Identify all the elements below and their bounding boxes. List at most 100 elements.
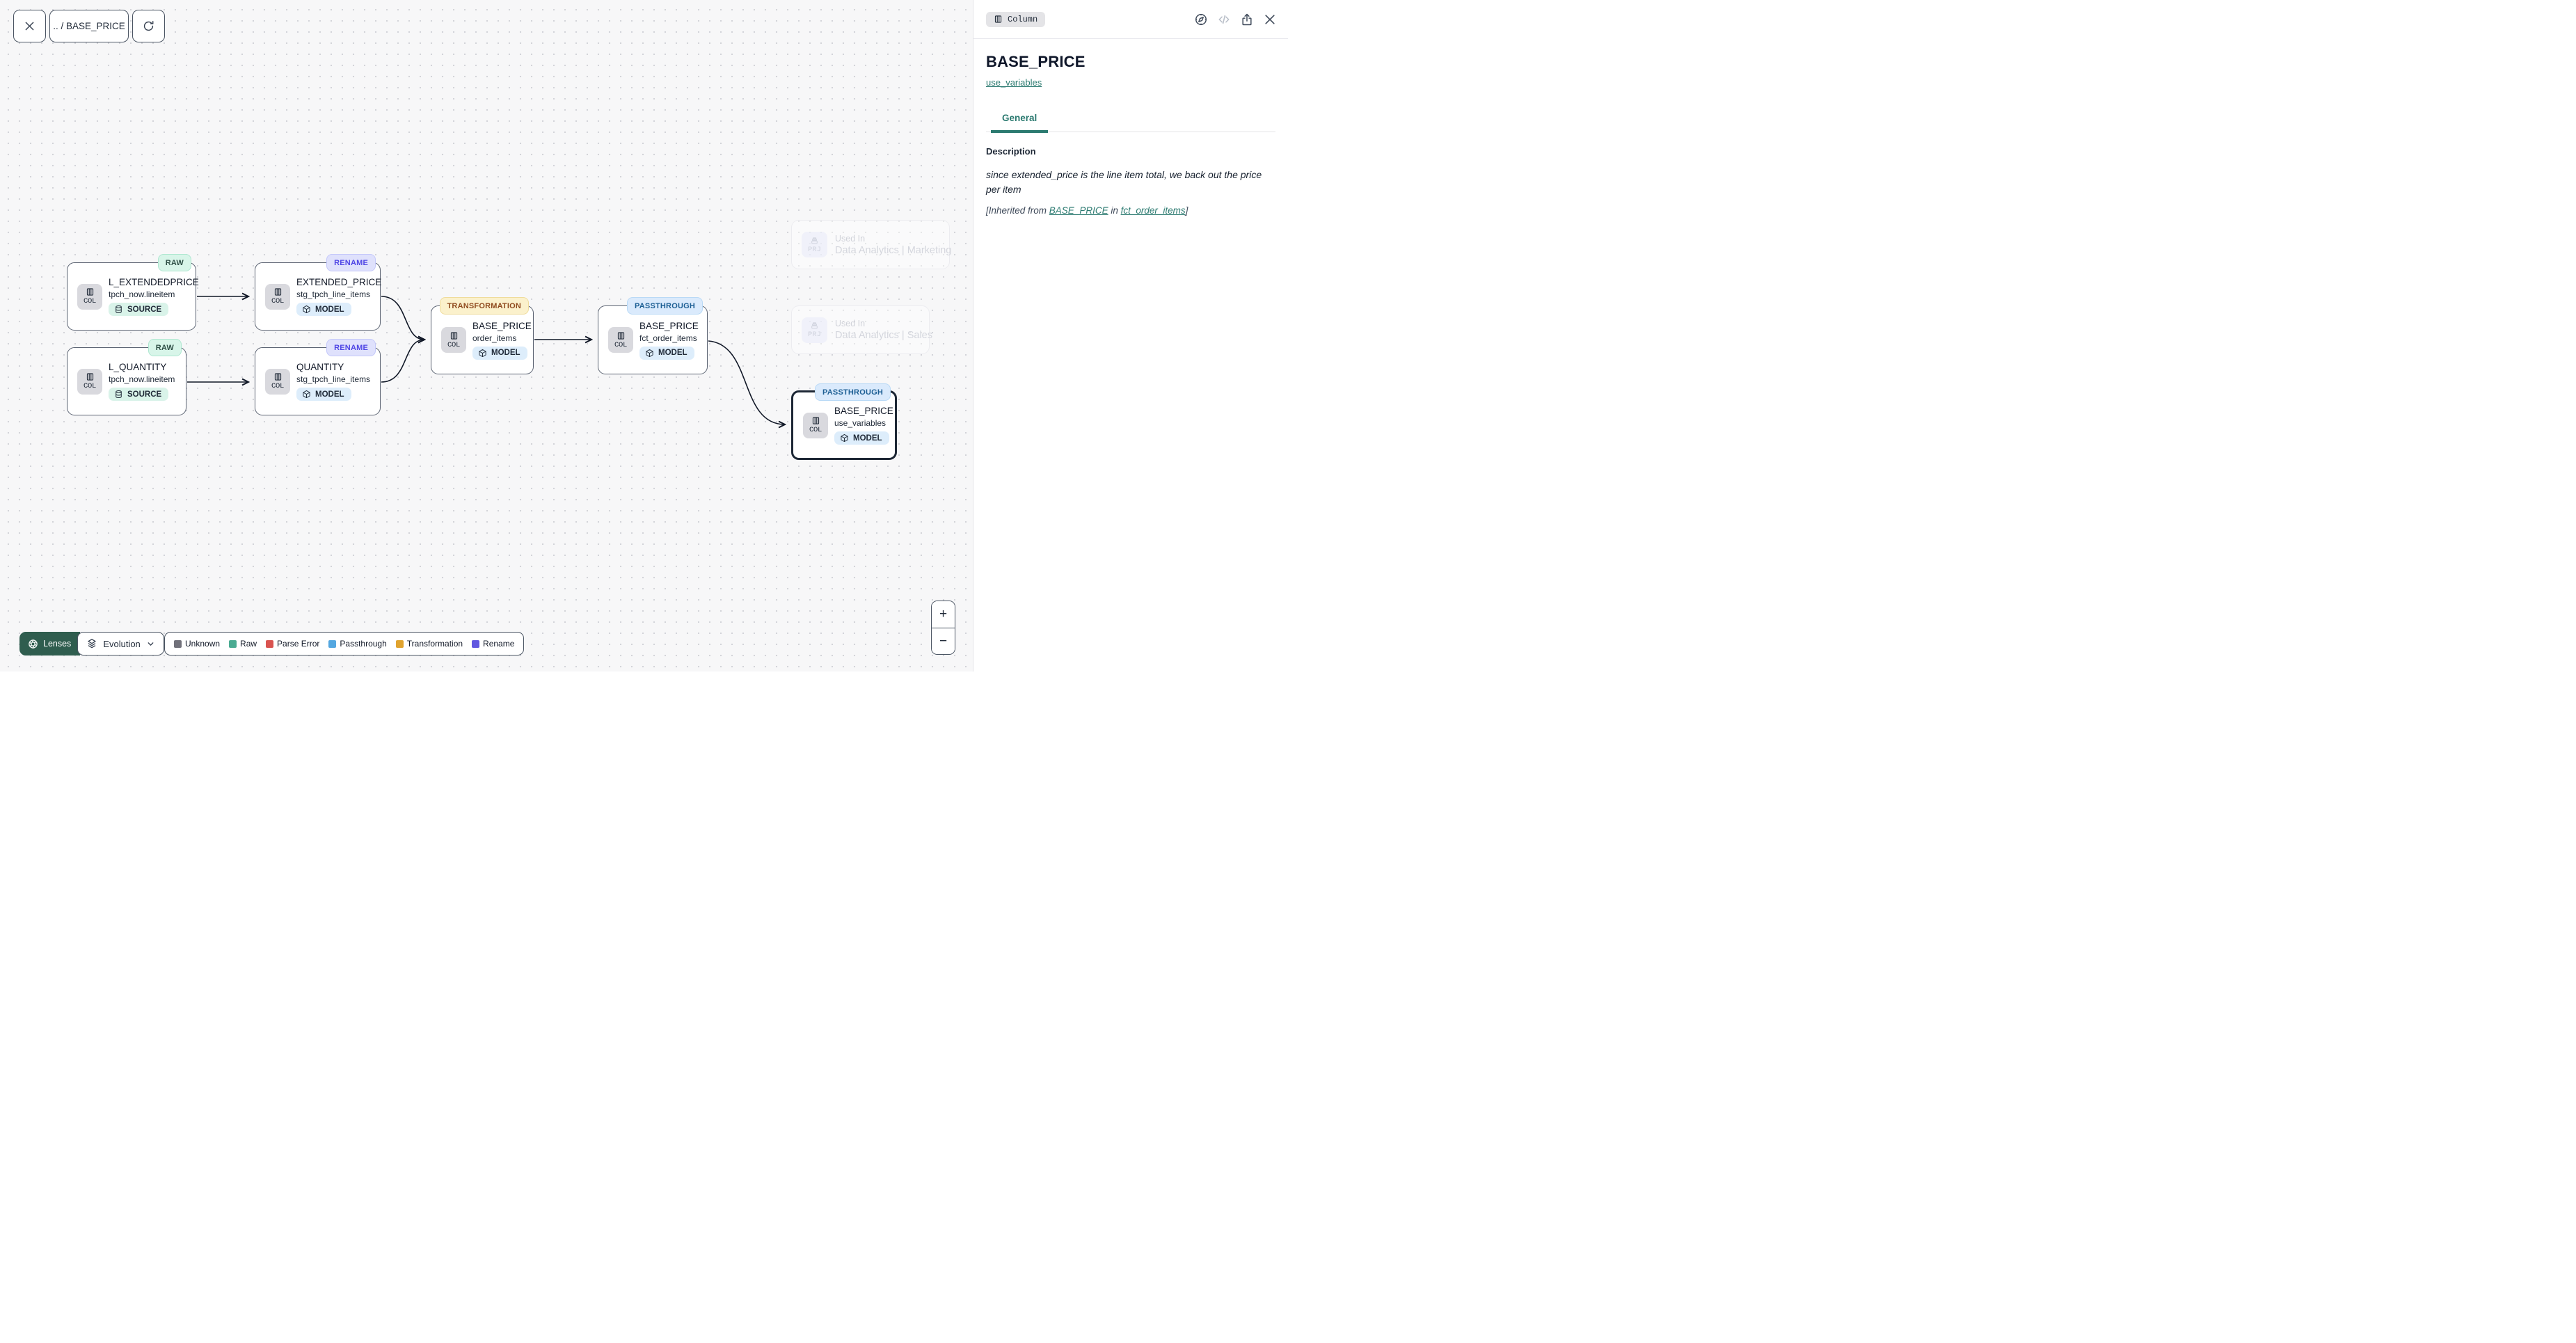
columns-icon (86, 373, 93, 381)
node-kind-badge: MODEL (472, 346, 527, 360)
used-in-node[interactable]: PRJ Used In Data Analytics | Marketing (791, 220, 951, 269)
legend-swatch-passthrough (328, 639, 337, 648)
column-chip: COL (265, 368, 290, 395)
zoom-out-button[interactable]: − (932, 628, 955, 654)
chevron-down-icon (148, 642, 154, 646)
node-kind-badge: MODEL (834, 431, 889, 445)
evolution-type-badge: RAW (148, 339, 182, 356)
lineage-node-l-quantity[interactable]: RAW COL L_QUANTITY tpch_now.lineitem SOU… (67, 339, 186, 415)
project-chip: PRJ (802, 317, 827, 343)
project-chip-label: PRJ (808, 331, 821, 339)
node-kind-label: MODEL (491, 349, 520, 357)
node-kind-badge: SOURCE (109, 303, 169, 316)
column-chip: COL (77, 368, 102, 395)
legend-swatch-transformation (395, 639, 404, 648)
model-link[interactable]: use_variables (986, 77, 1042, 88)
share-icon (1242, 13, 1252, 25)
column-chip-label: COL (271, 382, 284, 390)
column-chip: COL (265, 283, 290, 310)
tab-general[interactable]: General (991, 113, 1049, 133)
lens-controls: Lenses Evolution (19, 632, 164, 655)
lineage-node-base-price-order-items[interactable]: TRANSFORMATION COL BASE_PRICE order_item… (431, 297, 534, 374)
columns-icon (617, 331, 624, 340)
panel-actions (1194, 13, 1277, 26)
lens-dropdown[interactable]: Evolution (77, 632, 164, 655)
project-stack-icon (811, 237, 818, 244)
columns-icon (812, 417, 819, 424)
zoom-in-button[interactable]: + (932, 601, 955, 628)
column-chip-label: COL (614, 340, 627, 349)
lens-dropdown-value: Evolution (103, 638, 141, 649)
used-in-node[interactable]: PRJ Used In Data Analytics | Sales (791, 305, 932, 354)
evolution-type-badge: RENAME (326, 254, 376, 271)
node-title: L_EXTENDEDPRICE (109, 277, 199, 287)
inherited-model-link[interactable]: fct_order_items (1120, 205, 1186, 216)
columns-icon (86, 288, 93, 296)
column-chip-label: COL (809, 426, 822, 434)
used-in-label: Used In (835, 233, 866, 244)
detail-panel-header: Column (973, 0, 1288, 39)
explore-button[interactable] (1194, 13, 1208, 26)
node-title: L_QUANTITY (109, 362, 167, 372)
close-panel-button[interactable] (1263, 13, 1277, 26)
evolution-type-badge: RAW (157, 254, 191, 271)
lenses-button[interactable]: Lenses (19, 632, 81, 655)
panel-title: BASE_PRICE (986, 53, 1086, 70)
description-label: Description (986, 146, 1036, 157)
share-button[interactable] (1240, 13, 1254, 26)
detail-panel: Column BASE_PRICE use_variables (973, 0, 1288, 672)
node-subtitle: stg_tpch_line_items (296, 374, 371, 384)
node-kind-label: MODEL (315, 390, 344, 399)
node-subtitle: tpch_now.lineitem (109, 289, 175, 299)
lineage-node-quantity[interactable]: RENAME COL QUANTITY stg_tpch_line_items … (255, 339, 381, 415)
node-title: EXTENDED_PRICE (296, 277, 382, 287)
lineage-node-base-price-use-variables[interactable]: PASSTHROUGH COL BASE_PRICE use_variables… (791, 383, 897, 460)
node-title: BASE_PRICE (834, 406, 893, 416)
close-graph-button[interactable] (13, 10, 46, 42)
legend-swatch-raw (229, 639, 237, 648)
legend-swatch-parse-error (266, 639, 274, 648)
legend-swatch-rename (472, 639, 480, 648)
node-subtitle: fct_order_items (639, 333, 697, 343)
lineage-canvas[interactable]: .. / BASE_PRICE PRJ Used In Data Analyti… (0, 0, 973, 672)
database-icon (116, 305, 122, 313)
column-chip: COL (608, 327, 633, 353)
evolution-type-badge: RENAME (326, 339, 376, 356)
zoom-controls: + − (931, 601, 955, 655)
node-title: QUANTITY (296, 362, 344, 372)
column-chip-label: COL (271, 297, 284, 305)
inherited-prefix: [Inherited from (986, 205, 1049, 216)
evolution-type-badge: PASSTHROUGH (627, 297, 703, 315)
evolution-type-badge: PASSTHROUGH (815, 383, 891, 401)
node-subtitle: use_variables (834, 418, 887, 428)
project-chip: PRJ (802, 232, 827, 257)
used-in-label: Used In (835, 319, 866, 328)
cube-icon (303, 305, 310, 314)
node-kind-label: SOURCE (127, 305, 162, 314)
lenses-label: Lenses (43, 639, 72, 649)
legend-item: Raw (229, 639, 257, 649)
database-icon (116, 390, 122, 398)
lineage-node-l-extendedprice[interactable]: RAW COL L_EXTENDEDPRICE tpch_now.lineite… (67, 254, 199, 331)
column-chip-label: COL (447, 340, 460, 349)
code-button[interactable] (1217, 13, 1231, 26)
breadcrumb[interactable]: .. / BASE_PRICE (49, 10, 129, 42)
lineage-node-extended-price[interactable]: RENAME COL EXTENDED_PRICE stg_tpch_line_… (255, 254, 382, 331)
node-title: BASE_PRICE (639, 320, 699, 331)
evolution-type-badge: TRANSFORMATION (439, 297, 529, 315)
inherited-column-link[interactable]: BASE_PRICE (1049, 205, 1108, 216)
project-stack-icon (811, 322, 818, 329)
close-icon (1265, 14, 1275, 24)
node-kind-badge: SOURCE (109, 388, 169, 401)
columns-icon (274, 373, 281, 381)
columns-icon (274, 288, 281, 296)
inherited-suffix: ] (1185, 205, 1188, 216)
cube-icon (303, 390, 310, 399)
refresh-button[interactable] (132, 10, 165, 42)
panel-tabs: General (986, 113, 1275, 133)
project-chip-label: PRJ (808, 245, 821, 254)
lineage-node-base-price-fct-order-items[interactable]: PASSTHROUGH COL BASE_PRICE fct_order_ite… (598, 297, 708, 374)
node-kind-badge: MODEL (296, 303, 351, 316)
node-kind-label: MODEL (658, 349, 687, 357)
used-in-title: Data Analytics | Sales (835, 330, 932, 341)
